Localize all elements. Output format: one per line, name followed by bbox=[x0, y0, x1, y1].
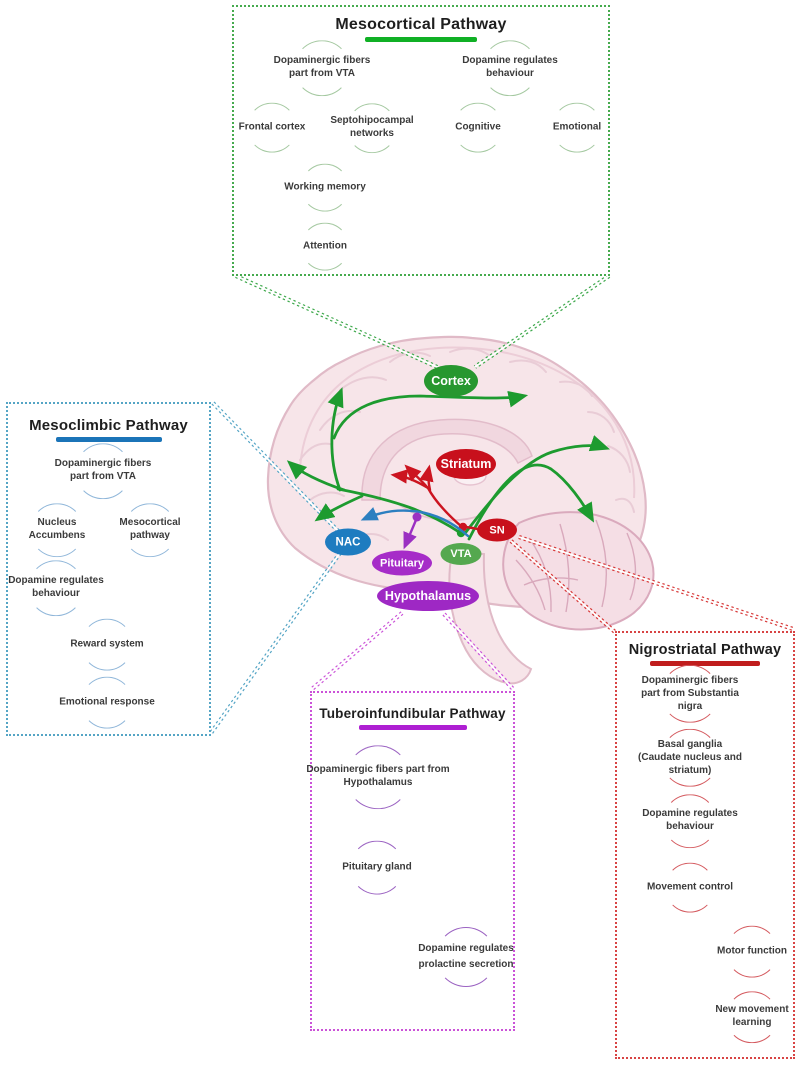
node-ring bbox=[30, 503, 84, 557]
node-emotional: Emotional bbox=[537, 102, 617, 153]
node-ring bbox=[28, 560, 84, 616]
node-motor-function: Motor function bbox=[707, 925, 797, 978]
node-septohipocampal-networks: Septohipocampal networks bbox=[317, 103, 427, 153]
brain-label-sn: SN bbox=[477, 518, 517, 542]
node-ring bbox=[661, 728, 719, 787]
node-ring bbox=[247, 102, 297, 153]
brain-label-vta: VTA bbox=[440, 543, 482, 565]
nigrostriatal-pathway-title: Nigrostriatal Pathway bbox=[628, 642, 782, 658]
green-mesocortical-fibers bbox=[286, 387, 610, 541]
node-ring bbox=[294, 40, 350, 96]
brain-label-striatum: Striatum bbox=[436, 449, 496, 479]
node-ring bbox=[347, 103, 397, 153]
node-dopamine-regulates-behaviour-mesocortical: Dopamine regulates behaviour bbox=[445, 40, 575, 96]
node-fibers-from-hypothalamus: Dopaminergic fibers part from Hypothalam… bbox=[288, 745, 468, 809]
node-reward-system: Reward system bbox=[57, 618, 157, 671]
node-ring bbox=[123, 503, 177, 557]
purple-tuberoinfundibular-fiber bbox=[403, 512, 422, 550]
node-dopamine-regulates-prolactine: Dopamine regulates prolactine secretion bbox=[401, 927, 531, 987]
node-cognitive: Cognitive bbox=[438, 102, 518, 153]
brain-label-nac: NAC bbox=[325, 528, 371, 556]
node-basal-ganglia: Basal ganglia (Caudate nucleus and stria… bbox=[625, 728, 755, 787]
node-nucleus-accumbens: Nucleus Accumbens bbox=[17, 503, 97, 557]
gyri-texture bbox=[299, 347, 635, 565]
node-ring bbox=[81, 676, 133, 729]
node-ring bbox=[665, 862, 715, 913]
node-ring bbox=[726, 925, 778, 978]
node-dopamine-regulates-behaviour-nigro: Dopamine regulates behaviour bbox=[630, 794, 750, 848]
node-ring bbox=[552, 102, 602, 153]
mesocortical-pathway-title: Mesocortical Pathway bbox=[335, 16, 507, 33]
node-fibers-from-vta-mesocortical: Dopaminergic fibers part from VTA bbox=[257, 40, 387, 96]
mesocortical-underline bbox=[365, 37, 477, 42]
node-ring bbox=[726, 991, 778, 1043]
node-ring bbox=[482, 40, 538, 96]
brain-label-cortex: Cortex bbox=[424, 365, 478, 397]
brain-label-pituitary: Pituitary bbox=[372, 550, 432, 576]
node-ring bbox=[663, 794, 717, 848]
node-ring bbox=[436, 927, 496, 987]
node-ring bbox=[81, 618, 133, 671]
mesocortical-pathway-box: Mesocortical Pathway bbox=[232, 5, 610, 276]
node-attention: Attention bbox=[280, 222, 370, 271]
brain-label-hypothalamus: Hypothalamus bbox=[377, 581, 479, 611]
node-movement-control: Movement control bbox=[635, 862, 745, 913]
blue-mesolimbic-fiber bbox=[360, 507, 470, 538]
tuberoinfundibular-underline bbox=[358, 725, 467, 730]
callout-connectors bbox=[209, 274, 794, 735]
node-mesocortical-pathway-ref: Mesocortical pathway bbox=[105, 503, 195, 557]
mesoclimbic-underline bbox=[55, 437, 162, 442]
node-new-movement-learning: New movement learning bbox=[702, 991, 800, 1043]
node-ring bbox=[661, 664, 719, 723]
mesoclimbic-pathway-title: Mesoclimbic Pathway bbox=[29, 417, 188, 434]
cerebellum bbox=[502, 511, 655, 631]
node-working-memory: Working memory bbox=[275, 163, 375, 212]
node-emotional-response: Emotional response bbox=[47, 676, 167, 729]
nigrostriatal-underline bbox=[650, 661, 760, 666]
node-ring bbox=[301, 163, 349, 212]
node-frontal-cortex: Frontal cortex bbox=[227, 102, 317, 153]
node-ring bbox=[301, 222, 349, 271]
node-ring bbox=[75, 443, 131, 499]
node-ring bbox=[346, 745, 410, 809]
node-ring bbox=[453, 102, 503, 153]
tuberoinfundibular-pathway-title: Tuberoinfundibular Pathway bbox=[319, 706, 506, 721]
node-fibers-from-substantia-nigra: Dopaminergic fibers part from Substantia… bbox=[625, 664, 755, 723]
node-dopamine-regulates-behaviour-mesoclimbic: Dopamine regulates behaviour bbox=[1, 560, 111, 616]
node-ring bbox=[350, 840, 404, 895]
node-fibers-from-vta-mesoclimbic: Dopaminergic fibers part from VTA bbox=[43, 443, 163, 499]
node-pituitary-gland: Pituitary gland bbox=[327, 840, 427, 895]
